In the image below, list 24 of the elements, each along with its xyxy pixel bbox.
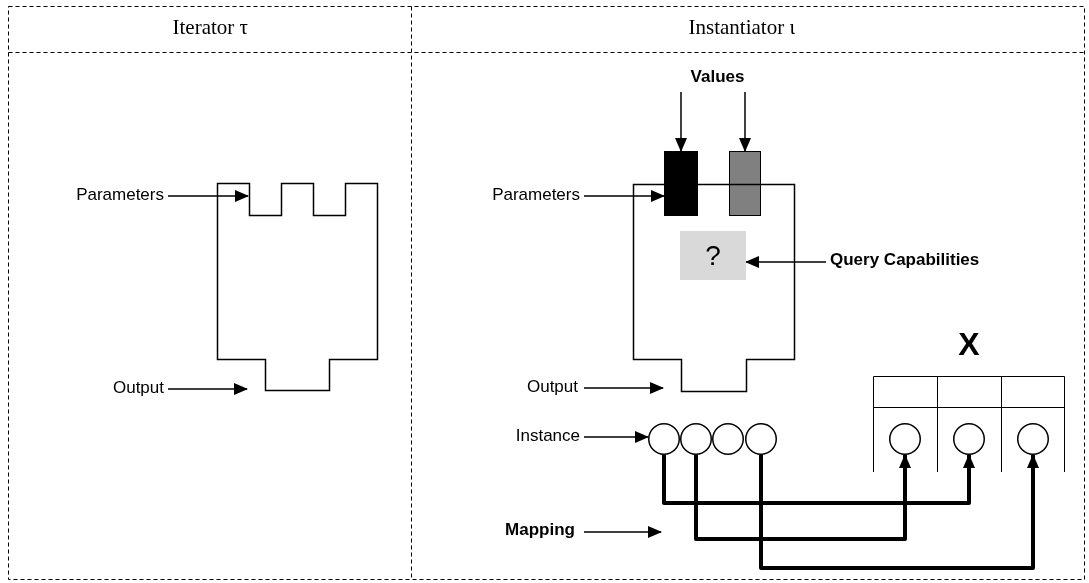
arrow — [583, 190, 665, 202]
text-label: Parameters — [28, 186, 164, 206]
text-label: Query Capabilities — [830, 251, 1080, 273]
arrow — [583, 382, 664, 394]
text-label: Parameters — [440, 186, 580, 206]
arrow — [167, 190, 249, 202]
text-label: Values — [660, 68, 775, 90]
column-header: Iterator τ — [172, 17, 248, 38]
arrow — [675, 91, 687, 152]
arrow — [745, 256, 827, 268]
mapping-arrow — [694, 454, 911, 541]
arrow — [739, 91, 751, 152]
arrow — [583, 526, 662, 538]
text-label: Output — [470, 378, 578, 398]
table-heading: X — [957, 328, 981, 360]
text-label: Instance — [455, 427, 580, 447]
text-label: Output — [60, 379, 164, 399]
arrow — [583, 431, 649, 443]
mapping-arrow — [759, 454, 1039, 570]
mapping-arrow — [662, 454, 975, 505]
column-header: Instantiator ι — [688, 17, 796, 38]
query-box: ? — [680, 231, 746, 280]
arrow — [167, 383, 248, 395]
text-label: Mapping — [440, 521, 575, 543]
